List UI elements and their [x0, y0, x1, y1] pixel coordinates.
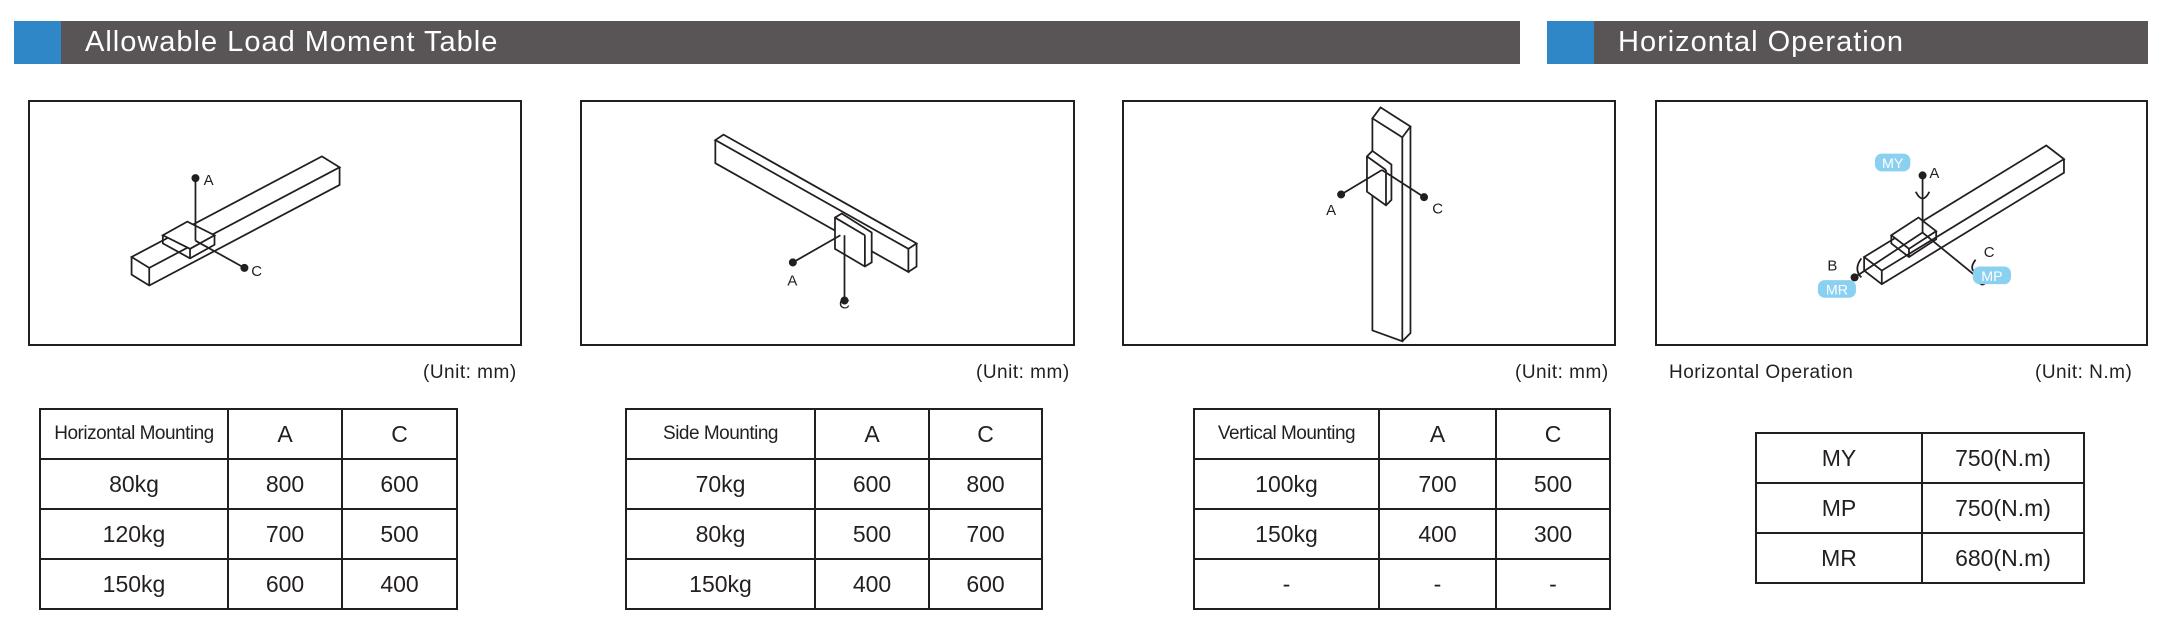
- section-title: Allowable Load Moment Table: [85, 26, 499, 58]
- cell: 100kg: [1193, 458, 1380, 510]
- table-header-row: Horizontal Mounting A C: [39, 408, 458, 460]
- header-cell: A: [227, 408, 343, 460]
- cell: 750(N.m): [1921, 482, 2085, 534]
- cell: -: [1193, 558, 1380, 610]
- cell: 700: [928, 508, 1043, 560]
- header-cell: A: [814, 408, 930, 460]
- label-b: B: [1827, 258, 1837, 275]
- cell: 700: [1378, 458, 1497, 510]
- diagram-vertical-mounting: A C: [1122, 100, 1616, 346]
- cell: 120kg: [39, 508, 229, 560]
- cell: 800: [227, 458, 343, 510]
- accent-block: [1547, 21, 1594, 64]
- cell: -: [1378, 558, 1497, 610]
- table-row: ---: [1193, 558, 1611, 610]
- cell: 400: [1378, 508, 1497, 560]
- header-cell: A: [1378, 408, 1497, 460]
- header-cell: C: [341, 408, 458, 460]
- diagram-horizontal-mounting: A C: [28, 100, 522, 346]
- label-c: C: [1984, 244, 1995, 261]
- cell: 400: [814, 558, 930, 610]
- cell: MR: [1755, 532, 1923, 584]
- cell: 750(N.m): [1921, 432, 2085, 484]
- table-header-row: Vertical Mounting A C: [1193, 408, 1611, 460]
- label-a: A: [1326, 202, 1336, 219]
- cell: 80kg: [625, 508, 816, 560]
- cell: 500: [341, 508, 458, 560]
- moment-label-my: MY: [1882, 156, 1904, 172]
- label-c: C: [1432, 200, 1443, 217]
- cell: -: [1495, 558, 1611, 610]
- label-a: A: [204, 172, 214, 189]
- cell: 800: [928, 458, 1043, 510]
- cell: 150kg: [39, 558, 229, 610]
- diagram-horizontal-operation: A B C MY MR MP: [1655, 100, 2148, 346]
- cell: 500: [1495, 458, 1611, 510]
- label-a: A: [1929, 165, 1939, 182]
- cell: 600: [227, 558, 343, 610]
- cell: 600: [341, 458, 458, 510]
- header-cell: Vertical Mounting: [1193, 408, 1380, 460]
- cell: 400: [341, 558, 458, 610]
- cell: 300: [1495, 508, 1611, 560]
- section-banner-load-moment: Allowable Load Moment Table: [14, 21, 1520, 64]
- operation-caption: Horizontal Operation: [1669, 362, 1854, 383]
- cell: 600: [928, 558, 1043, 610]
- header-cell: Side Mounting: [625, 408, 816, 460]
- cell: MP: [1755, 482, 1923, 534]
- cell: MY: [1755, 432, 1923, 484]
- unit-label: (Unit: mm): [423, 362, 517, 383]
- cell: 150kg: [625, 558, 816, 610]
- unit-label: (Unit: mm): [1515, 362, 1609, 383]
- cell: 700: [227, 508, 343, 560]
- label-c: C: [839, 296, 850, 313]
- label-c: C: [251, 263, 262, 280]
- moment-label-mr: MR: [1826, 282, 1848, 298]
- header-cell: Horizontal Mounting: [39, 408, 229, 460]
- unit-label: (Unit: mm): [976, 362, 1070, 383]
- header-cell: C: [928, 408, 1043, 460]
- section-banner-horizontal-operation: Horizontal Operation: [1547, 21, 2148, 64]
- cell: 500: [814, 508, 930, 560]
- accent-block: [14, 21, 61, 64]
- moment-label-mp: MP: [1981, 269, 2002, 285]
- cell: 150kg: [1193, 508, 1380, 560]
- cell: 600: [814, 458, 930, 510]
- label-a: A: [787, 273, 797, 290]
- cell: 680(N.m): [1921, 532, 2085, 584]
- header-cell: C: [1495, 408, 1611, 460]
- cell: 70kg: [625, 458, 816, 510]
- unit-label: (Unit: N.m): [2035, 362, 2133, 383]
- section-title: Horizontal Operation: [1618, 26, 1904, 58]
- table-header-row: Side Mounting A C: [625, 408, 1043, 460]
- cell: 80kg: [39, 458, 229, 510]
- diagram-side-mounting: A C: [580, 100, 1075, 346]
